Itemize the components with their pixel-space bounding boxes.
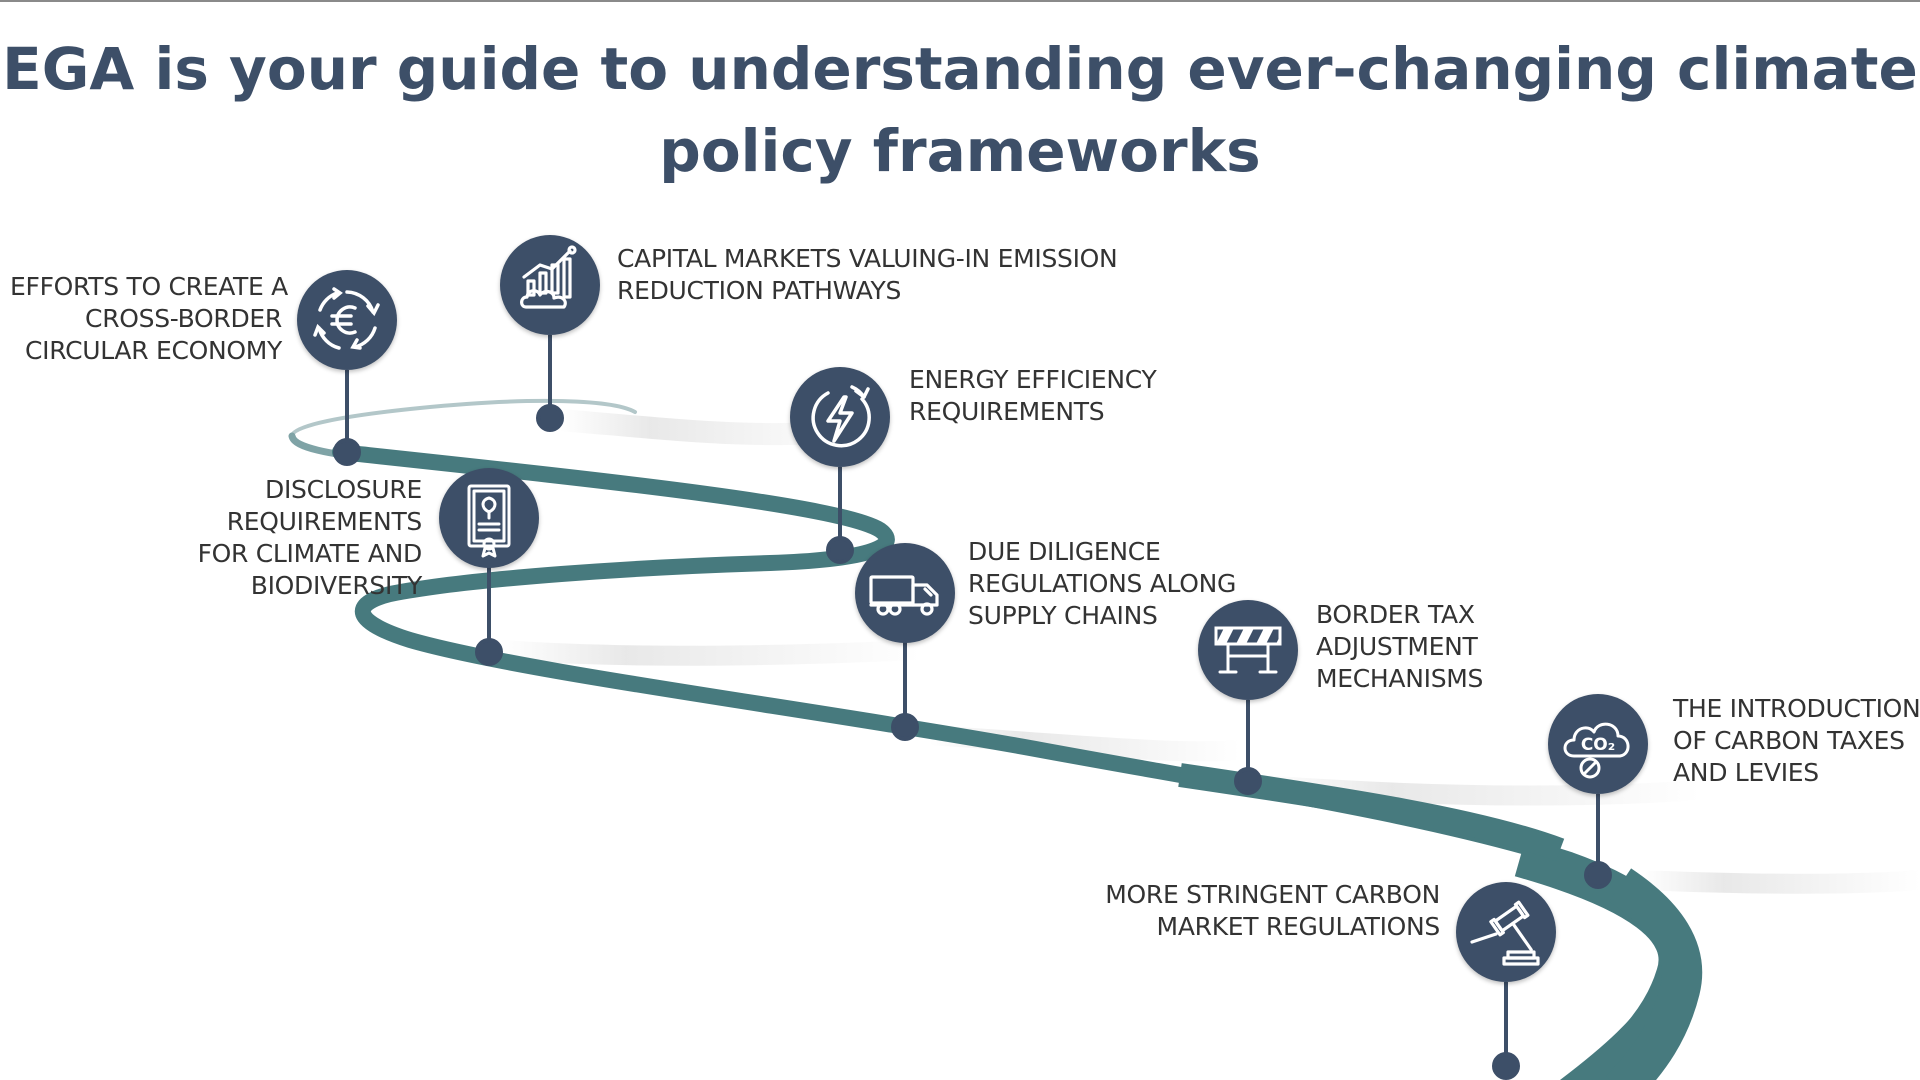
milestone-label-carbon-market-regulations: MORE STRINGENT CARBON MARKET REGULATIONS [1105, 880, 1440, 941]
pin-stems [333, 335, 1612, 1080]
milestone-pin-border-tax [1198, 600, 1298, 700]
title-line-1: EGA is your guide to understanding ever-… [2, 35, 1918, 103]
milestone-pin-due-diligence [855, 543, 955, 643]
top-rule [0, 0, 1920, 2]
gavel-icon [1470, 900, 1540, 966]
title-line-2: policy frameworks [659, 117, 1261, 185]
barrier-icon [1214, 626, 1282, 674]
milestone-pin-circular-economy [297, 270, 397, 370]
milestone-pin-carbon-taxes: CO₂ [1548, 694, 1648, 794]
milestone-label-due-diligence: DUE DILIGENCE REGULATIONS ALONG SUPPLY C… [968, 537, 1237, 630]
market-chart-icon [520, 245, 577, 309]
milestone-pin-capital-markets [500, 235, 600, 335]
milestone-label-circular-economy: EFFORTS TO CREATE A CROSS-BORDER CIRCULA… [10, 272, 288, 365]
svg-text:CO₂: CO₂ [1581, 735, 1615, 755]
energy-efficiency-icon [811, 385, 871, 448]
milestone-label-capital-markets: CAPITAL MARKETS VALUING-IN EMISSION REDU… [617, 244, 1118, 305]
milestone-label-energy-efficiency: ENERGY EFFICIENCY REQUIREMENTS [909, 365, 1157, 426]
milestone-pin-disclosure [439, 468, 539, 568]
milestone-pin-energy-efficiency [790, 367, 890, 467]
certificate-icon [467, 484, 511, 558]
milestone-label-carbon-taxes: THE INTRODUCTION OF CARBON TAXES AND LEV… [1673, 694, 1920, 787]
truck-icon [869, 575, 939, 616]
euro-circular-arrows-icon [313, 287, 380, 350]
milestone-pin-carbon-market-regulations [1456, 882, 1556, 982]
page-title: EGA is your guide to understanding ever-… [0, 28, 1920, 192]
co2-tax-icon: CO₂ [1563, 722, 1630, 779]
milestone-label-disclosure: DISCLOSURE REQUIREMENTS FOR CLIMATE AND … [197, 475, 423, 600]
milestone-label-border-tax: BORDER TAX ADJUSTMENT MECHANISMS [1316, 600, 1484, 693]
